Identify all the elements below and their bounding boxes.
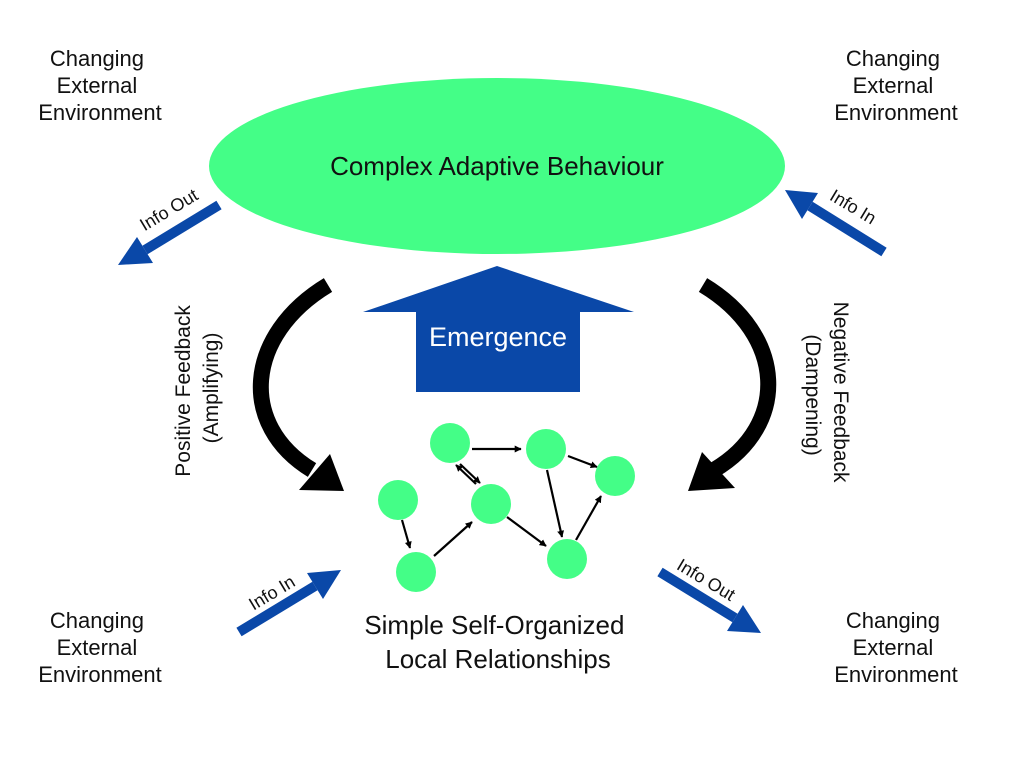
network-edges (400, 445, 602, 557)
network-nodes (378, 423, 635, 592)
emergence-arrow (363, 266, 634, 392)
complex-adaptive-behaviour-ellipse (209, 78, 785, 254)
positive-feedback-label: Positive Feedback (Amplifying) (172, 299, 223, 476)
local-relationships-label: Simple Self-Organized Local Relationship… (364, 610, 631, 674)
info-in-arrow-top-right: Info In (785, 185, 887, 257)
env-label-top-left: Changing External Environment (38, 46, 162, 125)
env-label-bottom-right: Changing External Environment (834, 608, 958, 687)
network-node (595, 456, 635, 496)
network-node (547, 539, 587, 579)
network-node (526, 429, 566, 469)
emergence-label: Emergence (429, 322, 567, 352)
network-edge (433, 521, 473, 557)
negative-feedback-arrow-head (688, 452, 735, 491)
network-edge (455, 464, 477, 485)
network-edge (567, 454, 598, 469)
network-edge (459, 463, 481, 484)
network-node (471, 484, 511, 524)
network-node (430, 423, 470, 463)
positive-feedback-arrow-shaft (252, 278, 333, 477)
info-in-arrow-bottom-left: Info In (236, 570, 341, 637)
network-edge (400, 519, 412, 549)
network-node (396, 552, 436, 592)
info-out-arrow-top-left: Info Out (118, 185, 222, 265)
network-edge (575, 495, 602, 541)
network-node (378, 480, 418, 520)
env-label-top-right: Changing External Environment (834, 46, 958, 125)
info-out-arrow-bottom-right: Info Out (657, 555, 761, 633)
negative-feedback-label: Negative Feedback (Dampening) (801, 302, 852, 489)
negative-feedback-arrow-shaft (698, 278, 777, 477)
network-edge (506, 516, 547, 547)
network-edge (545, 469, 565, 538)
complex-adaptive-behaviour-label: Complex Adaptive Behaviour (330, 151, 664, 181)
env-label-bottom-left: Changing External Environment (38, 608, 162, 687)
positive-feedback-arrow-head (299, 454, 344, 491)
